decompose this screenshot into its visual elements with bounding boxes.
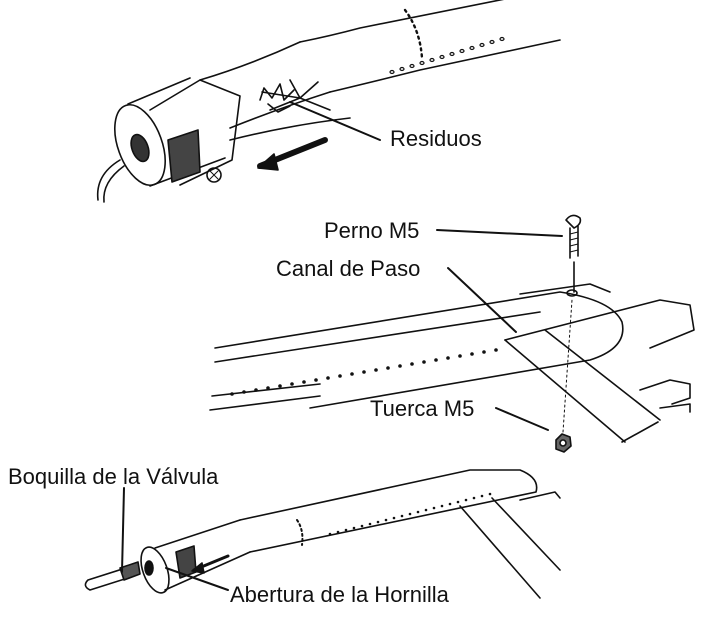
leader-lines: [121, 101, 563, 591]
leader-abertura: [165, 567, 229, 591]
label-residuos: Residuos: [390, 126, 482, 151]
leader-tuerca: [495, 407, 549, 431]
leader-residuos: [289, 101, 381, 141]
label-canal: Canal de Paso: [276, 256, 421, 281]
label-tuerca: Tuerca M5: [370, 396, 475, 421]
burner-with-crossover-illustration: [209, 214, 695, 453]
leader-canal: [447, 267, 517, 333]
burner-orifice-illustration: [84, 469, 561, 599]
label-perno: Perno M5: [324, 218, 420, 243]
label-boquilla: Boquilla de la Válvula: [8, 464, 219, 489]
burner-closeup-illustration: [96, 0, 561, 203]
label-abertura: Abertura de la Hornilla: [230, 582, 449, 607]
leader-boquilla: [121, 487, 125, 573]
leader-perno: [436, 229, 563, 237]
